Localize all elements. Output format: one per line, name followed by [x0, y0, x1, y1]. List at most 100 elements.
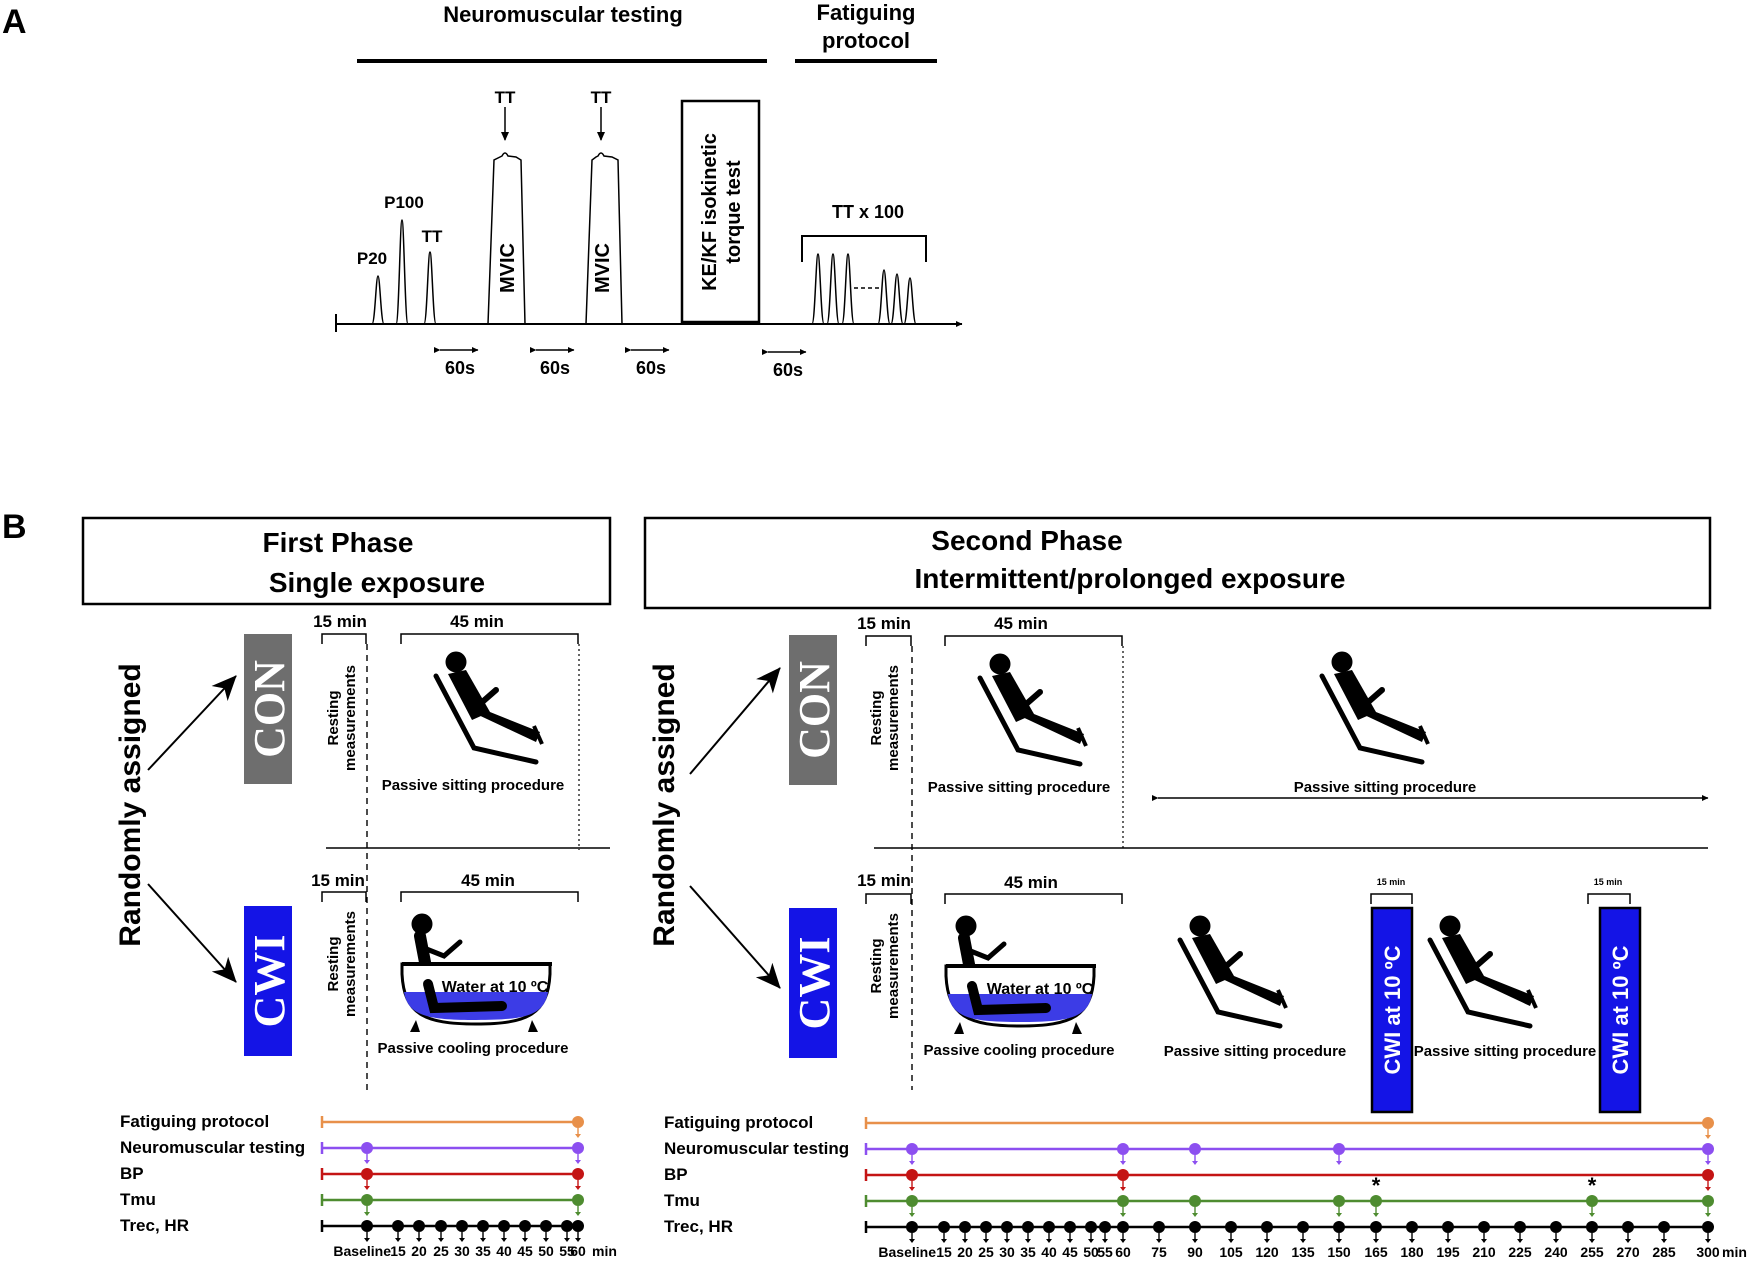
- timeline-marker: [1085, 1221, 1097, 1243]
- rest-interval-1: 60s: [434, 347, 479, 378]
- timeline-tick-label: 90: [1187, 1244, 1203, 1260]
- cwi-left-45min: 45 min: [461, 871, 515, 890]
- timeline-marker: [906, 1143, 918, 1165]
- timeline-row-labels-right: Fatiguing protocol Neuromuscular testing…: [664, 1113, 849, 1236]
- fatiguing-protocol-title-line2: protocol: [822, 28, 910, 53]
- timeline-marker: [1514, 1221, 1526, 1243]
- second-phase-title: Second Phase: [931, 525, 1122, 556]
- cwi-right-15min-bracket: [865, 893, 912, 904]
- timeline-marker: [1622, 1221, 1634, 1243]
- timeline-tick-label: 30: [454, 1243, 470, 1259]
- significance-asterisk: *: [1372, 1173, 1381, 1198]
- timeline-marker: [361, 1194, 373, 1216]
- row-label-trec-left: Trec, HR: [120, 1216, 189, 1235]
- row-label-fatiguing-right: Fatiguing protocol: [664, 1113, 813, 1132]
- cwi-bar-2-label: CWI at 10 ºC: [1608, 945, 1633, 1074]
- con-left-15min: 15 min: [313, 612, 367, 631]
- timeline-marker: [1333, 1143, 1345, 1165]
- timeline-marker: [1478, 1221, 1490, 1243]
- timeline-unit-label: min: [592, 1243, 617, 1259]
- isokinetic-label-line2: torque test: [723, 160, 745, 264]
- isokinetic-test-box: [680, 99, 761, 324]
- timeline-tick-label: 20: [957, 1244, 973, 1260]
- timeline-tick-label: 285: [1652, 1244, 1676, 1260]
- con-left-45min: 45 min: [450, 612, 504, 631]
- first-phase-box: [81, 516, 612, 606]
- timeline-tick-label: 135: [1291, 1244, 1315, 1260]
- timeline-marker: [361, 1142, 373, 1164]
- cwi-right-passive-cooling: Passive cooling procedure: [924, 1042, 1115, 1059]
- timeline-marker: [1117, 1221, 1129, 1243]
- timeline-marker: [1117, 1195, 1129, 1217]
- timeline-tick-label: 55: [559, 1243, 575, 1259]
- cwi-right-water-label: Water at 10 ºC: [987, 981, 1094, 998]
- con-label-left: CON: [245, 660, 294, 758]
- second-phase-subtitle: Intermittent/prolonged exposure: [915, 563, 1346, 594]
- p100-label: P100: [384, 193, 424, 212]
- timeline-tick-label: 120: [1255, 1244, 1279, 1260]
- cwi-left-water-label: Water at 10 ºC: [442, 979, 549, 996]
- timeline-marker: [1333, 1195, 1345, 1217]
- svg-text:60s: 60s: [773, 360, 803, 380]
- mvic-1-tt-label: TT: [495, 88, 516, 107]
- timeline-tick-label: 45: [517, 1243, 533, 1259]
- con-right-15min: 15 min: [857, 614, 911, 633]
- assign-arrow-con-right: [689, 667, 781, 775]
- assign-arrow-cwi-left: [147, 883, 237, 983]
- timeline-marker: [1153, 1221, 1165, 1243]
- cwi-bar-1: [1370, 906, 1414, 1114]
- con-left-resting-1: Resting: [325, 690, 342, 745]
- timeline-tick-label: 105: [1219, 1244, 1243, 1260]
- con-right-passive-sitting-2: Passive sitting procedure: [1294, 779, 1477, 796]
- timeline-marker: [1658, 1221, 1670, 1243]
- cwi-label-right: CWI: [790, 937, 839, 1030]
- timeline-marker: [361, 1168, 373, 1190]
- timeline-tick-label: Baseline: [878, 1244, 936, 1260]
- significance-asterisk: *: [1588, 1173, 1597, 1198]
- con-right-passive-sitting-1: Passive sitting procedure: [928, 779, 1111, 796]
- neuromuscular-testing-title: Neuromuscular testing: [443, 2, 683, 27]
- timeline-tick-label: 150: [1327, 1244, 1351, 1260]
- timeline-marker: [361, 1220, 373, 1242]
- timeline-tick-label: 255: [1580, 1244, 1604, 1260]
- cwi-bar-1-bracket: [1370, 893, 1413, 904]
- con-label-box-right: [789, 635, 837, 785]
- row-label-neuromuscular-right: Neuromuscular testing: [664, 1139, 849, 1158]
- timeline-marker: [906, 1195, 918, 1217]
- con-label-box-left: [244, 634, 292, 784]
- cwi-bar-1-duration: 15 min: [1377, 877, 1406, 887]
- fatiguing-protocol-title-line1: Fatiguing: [817, 0, 916, 25]
- timeline-marker: [413, 1220, 425, 1242]
- cwi-bar-2-duration: 15 min: [1594, 877, 1623, 887]
- timeline-marker: [572, 1220, 584, 1242]
- timeline-tick-label: 15: [936, 1244, 952, 1260]
- timeline-tick-label: 50: [538, 1243, 554, 1259]
- timeline-tick-label: 210: [1472, 1244, 1496, 1260]
- timeline-tick-label: 55: [1097, 1244, 1113, 1260]
- tt-x100-bracket: [801, 235, 927, 262]
- con-right-45min-bracket: [944, 635, 1123, 646]
- timeline-tick-label: 195: [1436, 1244, 1460, 1260]
- timeline-tick-label: 25: [433, 1243, 449, 1259]
- con-right-45min: 45 min: [994, 614, 1048, 633]
- timeline-marker: [1702, 1143, 1714, 1165]
- fatiguing-twitch-trains: [811, 253, 917, 325]
- timeline-marker: [906, 1221, 918, 1243]
- con-left-resting-2: measurements: [342, 665, 359, 771]
- timeline-marker: [1442, 1221, 1454, 1243]
- timeline-marker: [1043, 1221, 1055, 1243]
- cwi-right-bathtub: [946, 916, 1096, 1034]
- svg-text:60s: 60s: [636, 358, 666, 378]
- timeline-marker: [572, 1116, 584, 1138]
- first-phase-title: First Phase: [263, 527, 414, 558]
- p100-twitch: [395, 219, 409, 325]
- row-label-neuromuscular-left: Neuromuscular testing: [120, 1138, 305, 1157]
- timeline-marker: [1261, 1221, 1273, 1243]
- timeline-tick-label: 30: [999, 1244, 1015, 1260]
- row-label-trec-right: Trec, HR: [664, 1217, 733, 1236]
- timeline-tick-label: 40: [1041, 1244, 1057, 1260]
- timeline-marker: [938, 1221, 950, 1243]
- cwi-right-sitting-person-2: [1430, 916, 1536, 1026]
- timeline-marker: [1099, 1221, 1111, 1243]
